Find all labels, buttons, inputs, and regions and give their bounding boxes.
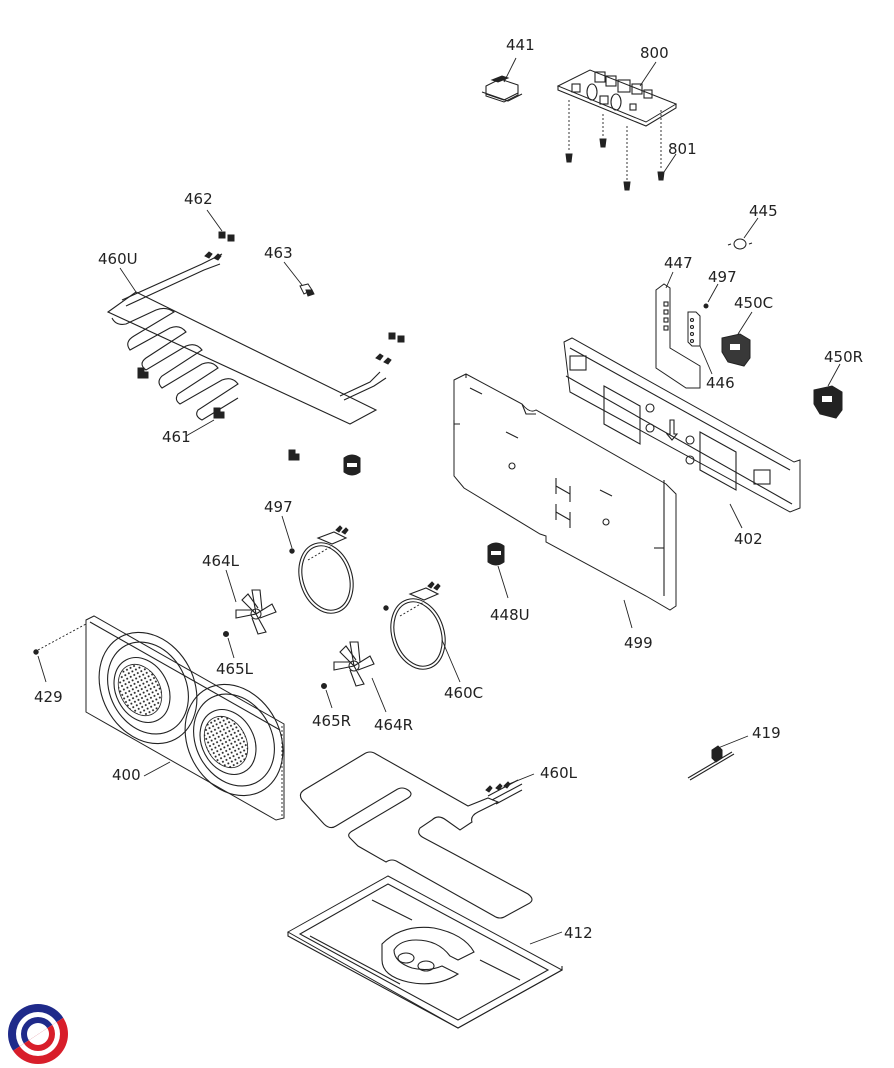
callout-800[interactable]: 800 [640, 44, 669, 62]
leader-460U [119, 267, 137, 293]
leader-465R [325, 689, 333, 709]
callout-464R[interactable]: 464R [374, 716, 413, 734]
part-lamp-holder-upper[interactable] [343, 454, 361, 476]
callout-460L[interactable]: 460L [540, 764, 578, 782]
callout-446[interactable]: 446 [706, 374, 735, 392]
part-460C-circular-elements[interactable] [290, 525, 454, 676]
part-463-clip[interactable] [299, 283, 315, 297]
part-464R-fan-blade[interactable] [333, 641, 375, 687]
leader-465L [227, 637, 235, 659]
leader-460L [503, 773, 535, 787]
callout-497b[interactable]: 497 [264, 498, 293, 516]
part-429-screw[interactable] [33, 649, 39, 655]
part-465L-fan-nut[interactable] [223, 631, 229, 637]
leader-460C [441, 639, 461, 683]
callout-460C[interactable]: 460C [444, 684, 483, 702]
leader-801 [663, 153, 677, 173]
callout-499[interactable]: 499 [624, 634, 653, 652]
callout-497a[interactable]: 497 [708, 268, 737, 286]
leader-462 [206, 209, 223, 232]
callout-402[interactable]: 402 [734, 530, 763, 548]
leader-464R [371, 677, 387, 713]
leader-450R [827, 363, 841, 387]
part-400-fan-cover-panel[interactable] [80, 615, 302, 821]
leader-441 [503, 57, 517, 83]
part-465R-fan-nut[interactable] [321, 683, 327, 689]
callout-445[interactable]: 445 [749, 202, 778, 220]
leader-463 [283, 261, 303, 286]
part-800-control-board[interactable] [556, 69, 678, 127]
part-450C-fan-motor[interactable] [721, 333, 751, 367]
leader-445 [743, 217, 759, 239]
part-448U-lamp-holder[interactable] [487, 542, 505, 566]
callout-461[interactable]: 461 [162, 428, 191, 446]
leader-499 [623, 599, 633, 629]
leader-419 [717, 735, 749, 749]
part-801-pins[interactable] [565, 100, 665, 191]
part-450R-fan-motor[interactable] [813, 385, 843, 419]
part-464L-fan-blade[interactable] [235, 589, 277, 635]
part-445-thermal-cutout[interactable] [727, 238, 753, 250]
leader-448U [497, 565, 509, 599]
callout-419[interactable]: 419 [752, 724, 781, 742]
callout-464L[interactable]: 464L [202, 552, 240, 570]
callout-429[interactable]: 429 [34, 688, 63, 706]
part-497-screw-right[interactable] [383, 605, 389, 611]
callout-400[interactable]: 400 [112, 766, 141, 784]
callout-465L[interactable]: 465L [216, 660, 254, 678]
part-497-screw-top[interactable] [703, 303, 709, 309]
callout-465R[interactable]: 465R [312, 712, 351, 730]
leader-429-dashed [37, 623, 87, 651]
part-497-screw-centre[interactable] [289, 548, 295, 554]
leader-497a [707, 283, 719, 303]
callout-463[interactable]: 463 [264, 244, 293, 262]
part-499-insulation[interactable] [453, 373, 677, 611]
part-402-rear-panel[interactable] [563, 337, 801, 513]
part-446-terminal-block[interactable] [687, 311, 701, 347]
part-441-transformer[interactable] [481, 75, 523, 103]
leader-446 [699, 345, 713, 375]
callout-460U[interactable]: 460U [98, 250, 138, 268]
leader-800 [639, 61, 657, 87]
part-461-brackets[interactable] [137, 367, 300, 461]
callout-412[interactable]: 412 [564, 924, 593, 942]
callout-447[interactable]: 447 [664, 254, 693, 272]
leader-402 [729, 503, 743, 529]
callout-441[interactable]: 441 [506, 36, 535, 54]
part-419-sensor-probe[interactable] [687, 745, 735, 781]
leader-450C [737, 311, 753, 335]
part-462-clips[interactable] [218, 231, 405, 343]
callout-450C[interactable]: 450C [734, 294, 773, 312]
part-447-bracket[interactable] [655, 283, 701, 389]
leader-412 [529, 931, 563, 945]
leader-461 [185, 419, 215, 437]
leader-464L [225, 569, 237, 603]
leader-447 [665, 271, 674, 289]
callout-448U[interactable]: 448U [490, 606, 530, 624]
leader-497b [281, 515, 293, 549]
leader-400 [143, 761, 171, 777]
part-412-base-plate[interactable] [286, 875, 564, 1029]
part-460U-upper-element[interactable] [106, 251, 392, 425]
callout-801[interactable]: 801 [668, 140, 697, 158]
callout-450R[interactable]: 450R [824, 348, 863, 366]
leader-429 [37, 655, 47, 683]
brand-logo [8, 1004, 68, 1064]
callout-462[interactable]: 462 [184, 190, 213, 208]
